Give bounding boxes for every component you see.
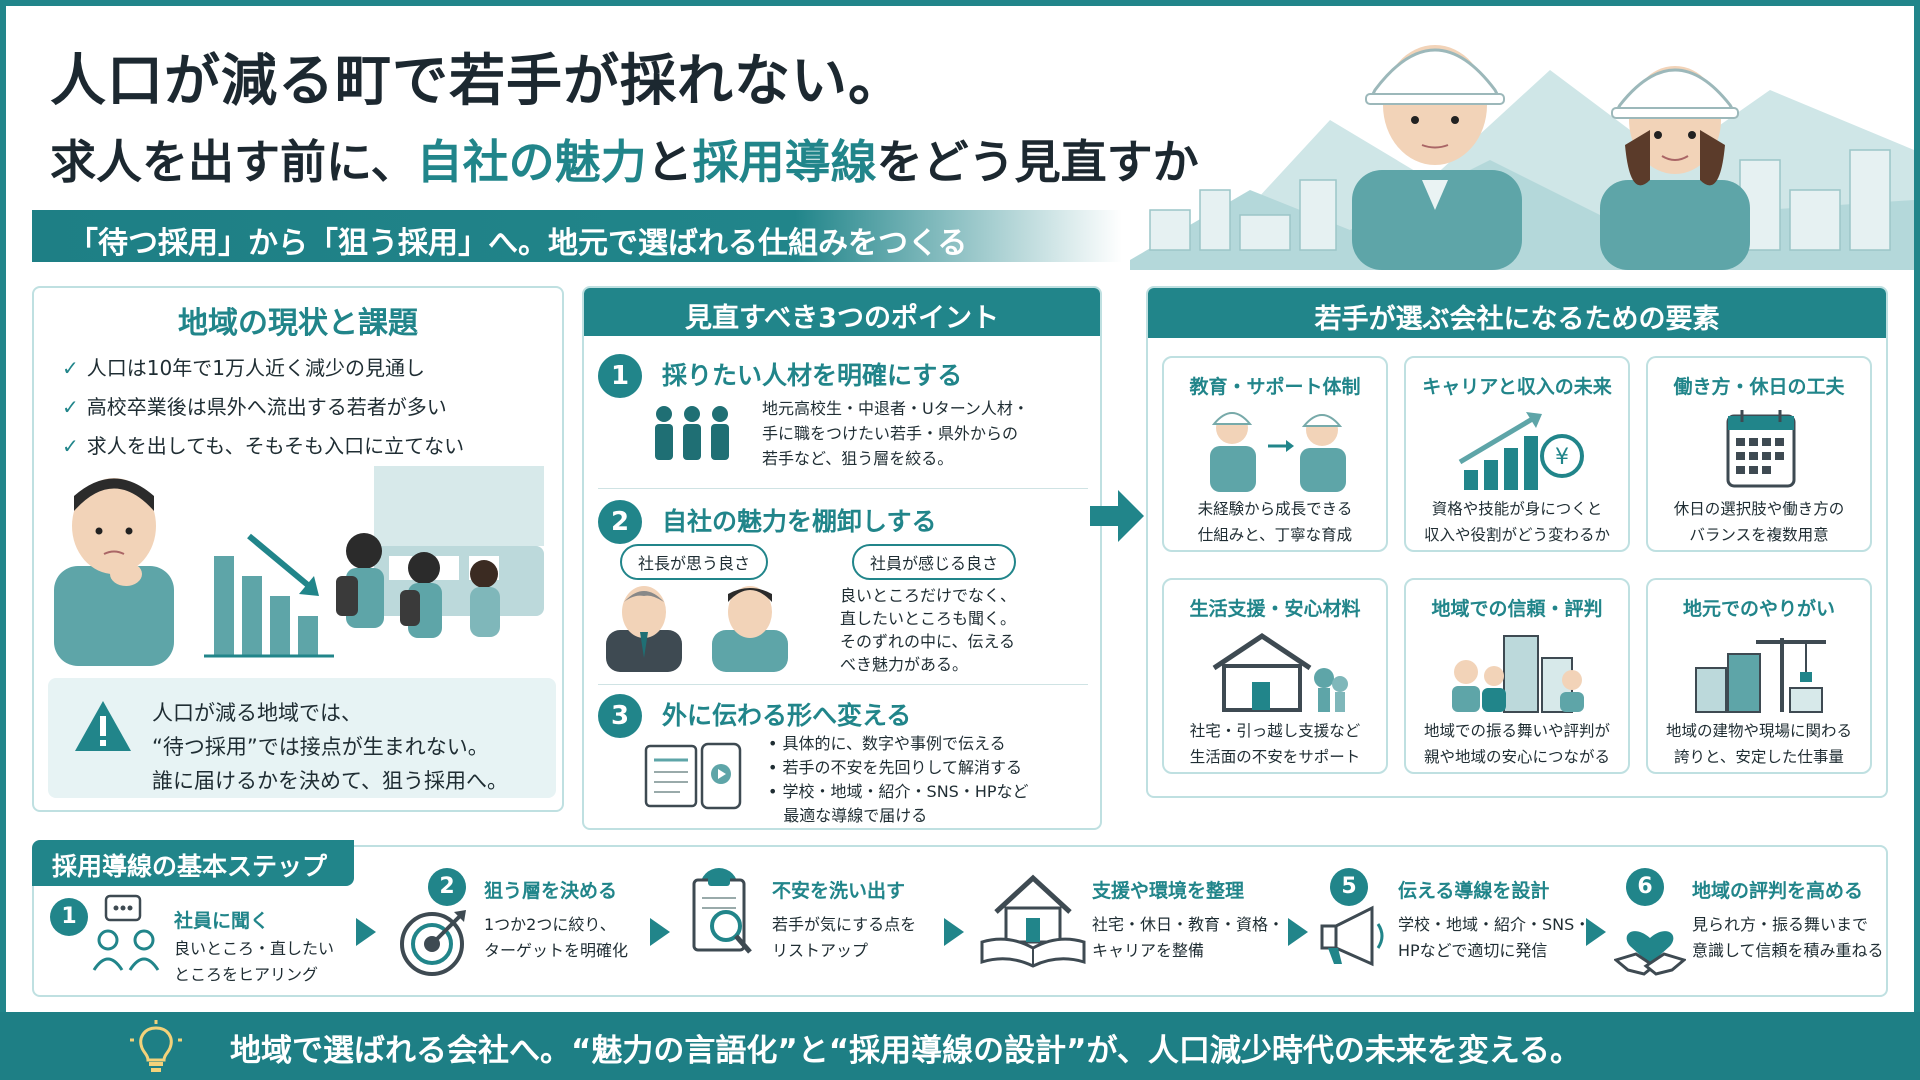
- points-title: 見直すべき3つのポイント: [584, 288, 1100, 336]
- element-card-workstyle: 働き方・休日の工夫 休日の選択肢や働き方のバランスを複数用意: [1646, 356, 1872, 552]
- footer-text: 地域で選ばれる会社へ。“魅力の言語化”と“採用導線の設計”が、人口減少時代の未来…: [230, 1033, 1581, 1069]
- tagline-banner: 「待つ採用」から「狙う採用」へ。地元で選ばれる仕組みをつくる: [32, 210, 1122, 262]
- step-3-desc: 若手が気にする点をリストアップ: [772, 915, 917, 960]
- divider: [598, 488, 1088, 489]
- community-icon: [1452, 635, 1584, 713]
- chat-people-icon: [92, 894, 160, 971]
- step-1-number: 1: [50, 898, 88, 936]
- megaphone-icon: [1320, 905, 1384, 967]
- elements-card: 若手が選ぶ会社になるための要素 教育・サポート体制 未経験から成長できる仕組みと…: [1146, 286, 1888, 798]
- step-arrow-icon: [1586, 918, 1606, 946]
- alert-text: 人口が減る地域では、 “待つ採用”では接点が生まれない。 誰に届けるかを決めて、…: [152, 701, 508, 793]
- step-5-number: 5: [1330, 868, 1368, 906]
- step-6-title: 地域の評判を高める: [1692, 880, 1864, 902]
- region-title: 地域の現状と課題: [178, 306, 418, 341]
- region-illustration: [54, 466, 544, 666]
- point-3-bullets: • 具体的に、数字や事例で伝える • 若手の不安を先回りして解消する • 学校・…: [768, 734, 1029, 825]
- divider: [598, 684, 1088, 685]
- step-4-title: 支援や環境を整理: [1092, 880, 1245, 902]
- president-and-employee-figures: [606, 586, 788, 672]
- step-arrow-icon: [650, 918, 670, 946]
- point-1-desc: 地元高校生・中退者・Uターン人材・手に職をつけたい若手・県外からの若手など、狙う…: [762, 399, 1029, 468]
- step-1-title: 社員に聞く: [174, 910, 270, 932]
- element-card-pride: 地元でのやりがい 地域の建物や現場に関わる誇りと、安定した仕事量: [1646, 578, 1872, 774]
- male-worker-figure: [1352, 45, 1522, 270]
- check-icon: ✓: [62, 434, 79, 458]
- worried-man-figure: [54, 478, 174, 666]
- female-worker-figure: [1600, 66, 1750, 270]
- point-2-title: 自社の魅力を棚卸しする: [662, 507, 937, 536]
- step-1-desc: 良いところ・直したいところをヒアリング: [174, 939, 335, 984]
- point-3-number: 3: [598, 694, 642, 738]
- region-checklist: ✓人口は10年で1万人近く減少の見通し ✓高校卒業後は県外へ流出する若者が多い …: [62, 352, 464, 469]
- document-and-phone-icon: [644, 742, 742, 810]
- warning-icon: [75, 701, 131, 751]
- element-card-reputation: 地域での信頼・評判 地域での振る舞いや評判が親や地域の安心につながる: [1404, 578, 1630, 774]
- youth-leaving-figures: [336, 466, 544, 638]
- element-card-living: 生活支援・安心材料 社宅・引っ越し支援など生活面の不安をサポート: [1162, 578, 1388, 774]
- flow-arrow-icon: [1090, 490, 1144, 542]
- step-2-number: 2: [428, 868, 466, 906]
- house-book-icon: [980, 874, 1086, 968]
- training-icon: [1210, 412, 1346, 492]
- hero-workers-illustration: [1130, 45, 1914, 270]
- crane-icon: [1695, 638, 1826, 713]
- employee-figure: [712, 586, 788, 672]
- region-card: 地域の現状と課題 ✓人口は10年で1万人近く減少の見通し ✓高校卒業後は県外へ流…: [32, 286, 564, 812]
- growth-chart-icon: ¥: [1458, 412, 1584, 490]
- element-card-education: 教育・サポート体制 未経験から成長できる仕組みと、丁寧な育成: [1162, 356, 1388, 552]
- point-3-title: 外に伝わる形へ変える: [662, 701, 912, 730]
- lightbulb-icon: [130, 1020, 182, 1072]
- step-5-title: 伝える導線を設計: [1398, 880, 1550, 902]
- step-arrow-icon: [1288, 918, 1308, 946]
- step-2-desc: 1つか2つに絞り、ターゲットを明確化: [484, 915, 629, 960]
- target-icon: [400, 910, 466, 976]
- elements-title: 若手が選ぶ会社になるための要素: [1148, 288, 1886, 338]
- declining-bar-chart: [204, 533, 334, 658]
- step-arrow-icon: [356, 918, 376, 946]
- region-alert-box: 人口が減る地域では、 “待つ採用”では接点が生まれない。 誰に届けるかを決めて、…: [48, 678, 556, 798]
- president-bubble: 社長が思う良さ: [620, 544, 769, 580]
- step-3-title: 不安を洗い出す: [772, 880, 906, 902]
- point-1-number: 1: [598, 354, 642, 398]
- calendar-icon: [1726, 410, 1796, 488]
- point-1-title: 採りたい人材を明確にする: [662, 361, 963, 390]
- president-figure: [606, 586, 682, 672]
- check-item: ✓人口は10年で1万人近く減少の見通し: [62, 356, 425, 380]
- page-subtitle: 求人を出す前に、自社の魅力と採用導線をどう見直すか: [50, 135, 1199, 189]
- svg-text:¥: ¥: [1555, 445, 1569, 470]
- step-2-title: 狙う層を決める: [484, 880, 618, 902]
- element-card-career: キャリアと収入の未来 ¥ 資格や技能が身につくと収入や役割がどう変わるか: [1404, 356, 1630, 552]
- clipboard-search-icon: [692, 874, 752, 954]
- check-item: ✓高校卒業後は県外へ流出する若者が多い: [62, 395, 447, 419]
- point-2-number: 2: [598, 500, 642, 544]
- house-icon: [1212, 632, 1348, 712]
- step-6-desc: 見られ方・振る舞いまで意識して信頼を積み重ねる: [1692, 915, 1884, 960]
- step-5-desc: 学校・地域・紹介・SNS・HPなどで適切に発信: [1398, 915, 1591, 960]
- employee-bubble: 社員が感じる良さ: [852, 544, 1017, 580]
- check-icon: ✓: [62, 395, 79, 419]
- footer-banner: 地域で選ばれる会社へ。“魅力の言語化”と“採用導線の設計”が、人口減少時代の未来…: [0, 1012, 1920, 1080]
- page-title: 人口が減る町で若手が採れない。: [50, 49, 905, 114]
- step-4-desc: 社宅・休日・教育・資格・キャリアを整備: [1092, 915, 1285, 960]
- people-group-icon: [655, 406, 729, 460]
- step-arrow-icon: [944, 918, 964, 946]
- points-card: 見直すべき3つのポイント 1 採りたい人材を明確にする 地元高校生・中退者・Uタ…: [582, 286, 1102, 830]
- step-6-number: 6: [1626, 868, 1664, 906]
- point-2-desc: 良いところだけでなく、直したいところも聞く。そのずれの中に、伝えるべき魅力がある…: [840, 586, 1017, 674]
- heart-handshake-icon: [1614, 931, 1686, 976]
- steps-label: 採用導線の基本ステップ: [32, 840, 354, 886]
- check-icon: ✓: [62, 356, 79, 380]
- check-item: ✓求人を出しても、そもそも入口に立てない: [62, 434, 465, 458]
